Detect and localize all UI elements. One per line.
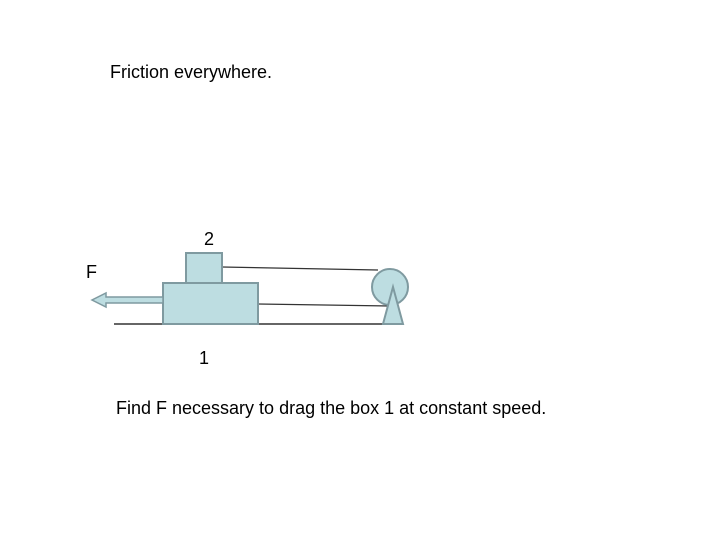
force-label: F [86, 262, 97, 282]
box-2-label: 2 [204, 229, 215, 249]
box-1-label: 1 [199, 348, 210, 368]
pulley-support [381, 283, 405, 325]
rope-upper [221, 266, 379, 271]
question-text: Find F necessary to drag the box 1 at co… [116, 398, 547, 418]
rope-lower [257, 303, 391, 307]
box-2 [185, 252, 223, 284]
friction-note: Friction everywhere. [110, 62, 273, 82]
force-arrow [90, 291, 164, 309]
box-1 [162, 282, 259, 325]
